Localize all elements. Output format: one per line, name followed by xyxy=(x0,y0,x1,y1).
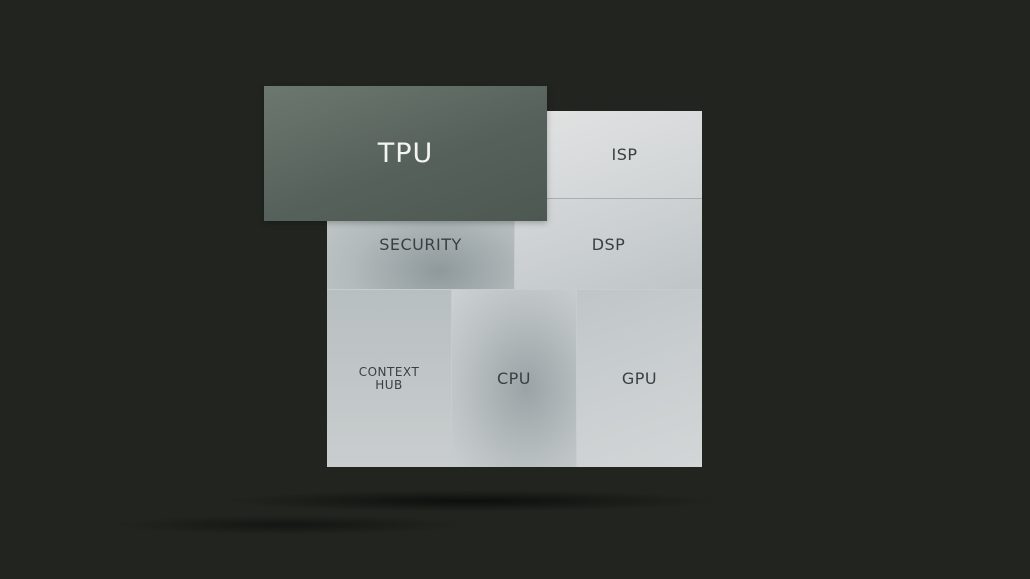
block-isp: ISP xyxy=(547,111,702,199)
block-gpu: GPU xyxy=(577,289,702,467)
chip-shadow xyxy=(220,490,720,512)
block-cpu: CPU xyxy=(452,289,577,467)
block-context-hub: CONTEXT HUB xyxy=(327,289,452,467)
block-tpu: TPU xyxy=(264,86,547,221)
chip-shadow-secondary xyxy=(110,515,470,535)
block-context-hub-label: CONTEXT HUB xyxy=(358,364,420,392)
